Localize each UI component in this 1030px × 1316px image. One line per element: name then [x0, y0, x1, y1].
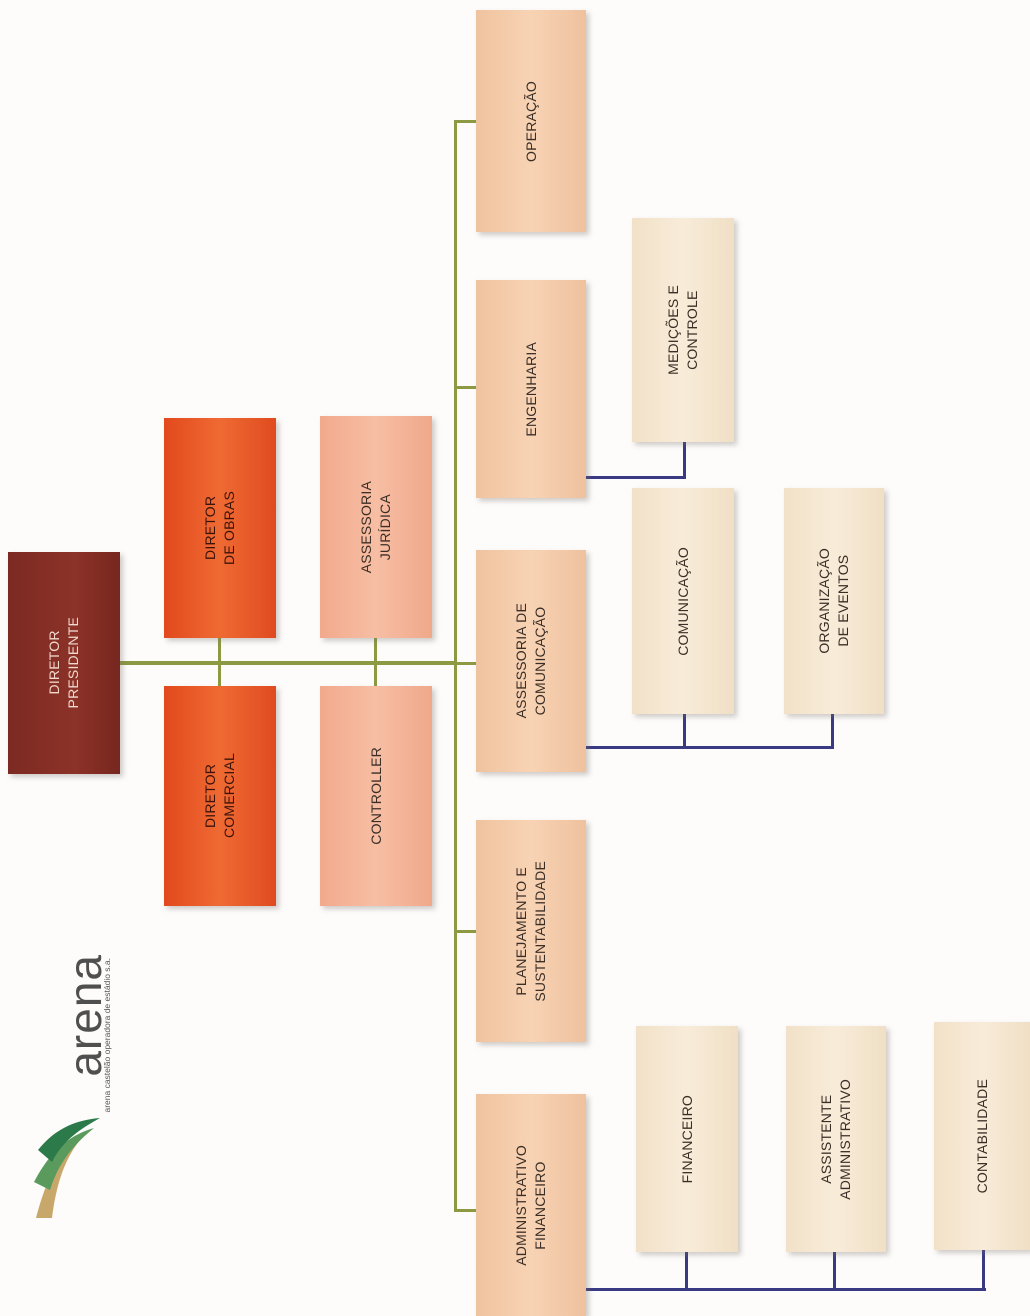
node-label: DIRETOR PRESIDENTE	[46, 617, 81, 709]
sub-connector-comunicacao	[586, 746, 834, 749]
sub-connector-assistente	[833, 1252, 836, 1290]
node-medicoes-controle: MEDIÇÕES E CONTROLE	[632, 218, 734, 442]
node-contabilidade: CONTABILIDADE	[934, 1022, 1030, 1250]
connector-administrativo	[454, 1209, 478, 1212]
node-diretor-obras: DIRETOR DE OBRAS	[164, 418, 276, 638]
node-assessoria-juridica: ASSESSORIA JURÍDICA	[320, 416, 432, 638]
node-assistente-administrativo: ASSISTENTE ADMINISTRATIVO	[786, 1026, 886, 1252]
sub-connector-contabilidade	[982, 1250, 985, 1290]
node-diretor-presidente: DIRETOR PRESIDENTE	[8, 552, 120, 774]
connector-comunicacao	[454, 662, 478, 665]
node-planejamento: PLANEJAMENTO E SUSTENTABILIDADE	[476, 820, 586, 1042]
node-administrativo-financeiro: ADMINISTRATIVO FINANCEIRO	[476, 1094, 586, 1316]
connector-planejamento	[454, 930, 478, 933]
node-label: CONTABILIDADE	[973, 1078, 990, 1194]
logo-tagline: arena castelão operadora de estádio s.a.	[102, 958, 112, 1113]
sub-connector-comunicacao-a	[683, 713, 686, 748]
node-label: FINANCEIRO	[678, 1094, 695, 1184]
node-financeiro: FINANCEIRO	[636, 1026, 738, 1252]
node-label: CONTROLLER	[367, 747, 384, 845]
node-comunicacao: COMUNICAÇÃO	[632, 488, 734, 714]
node-label: COMUNICAÇÃO	[674, 546, 691, 656]
node-label: MEDIÇÕES E CONTROLE	[665, 285, 700, 375]
node-label: PLANEJAMENTO E SUSTENTABILIDADE	[513, 860, 548, 1002]
node-label: ADMINISTRATIVO FINANCEIRO	[513, 1144, 548, 1266]
arena-logo: arena arena castelão operadora de estádi…	[28, 950, 118, 1230]
node-label: ASSISTENTE ADMINISTRATIVO	[818, 1078, 853, 1200]
node-label: ORGANIZAÇÃO DE EVENTOS	[816, 548, 851, 654]
connector-operacao	[454, 120, 478, 123]
node-diretor-comercial: DIRETOR COMERCIAL	[164, 686, 276, 906]
directors-connector	[218, 636, 221, 688]
connector-engenharia	[454, 386, 478, 389]
arena-logo-mark-icon	[34, 1118, 100, 1218]
sub-connector-engenharia-up	[683, 441, 686, 478]
node-label: DIRETOR DE OBRAS	[202, 491, 237, 565]
node-label: OPERAÇÃO	[522, 80, 539, 162]
sub-connector-administrativo	[586, 1288, 986, 1291]
sub-connector-comunicacao-b	[831, 713, 834, 748]
main-connector	[118, 661, 456, 665]
node-label: ENGENHARIA	[522, 341, 539, 437]
sub-connector-financeiro	[685, 1252, 688, 1290]
node-assessoria-comunicacao: ASSESSORIA DE COMUNICAÇÃO	[476, 550, 586, 772]
node-controller: CONTROLLER	[320, 686, 432, 906]
node-engenharia: ENGENHARIA	[476, 280, 586, 498]
node-label: ASSESSORIA DE COMUNICAÇÃO	[513, 603, 548, 719]
node-operacao: OPERAÇÃO	[476, 10, 586, 232]
node-label: DIRETOR COMERCIAL	[202, 753, 237, 839]
node-organizacao-eventos: ORGANIZAÇÃO DE EVENTOS	[784, 488, 884, 714]
sub-connector-engenharia	[586, 476, 686, 479]
departments-spine	[454, 121, 457, 1211]
node-label: ASSESSORIA JURÍDICA	[358, 480, 393, 574]
advisors-connector	[374, 636, 377, 688]
